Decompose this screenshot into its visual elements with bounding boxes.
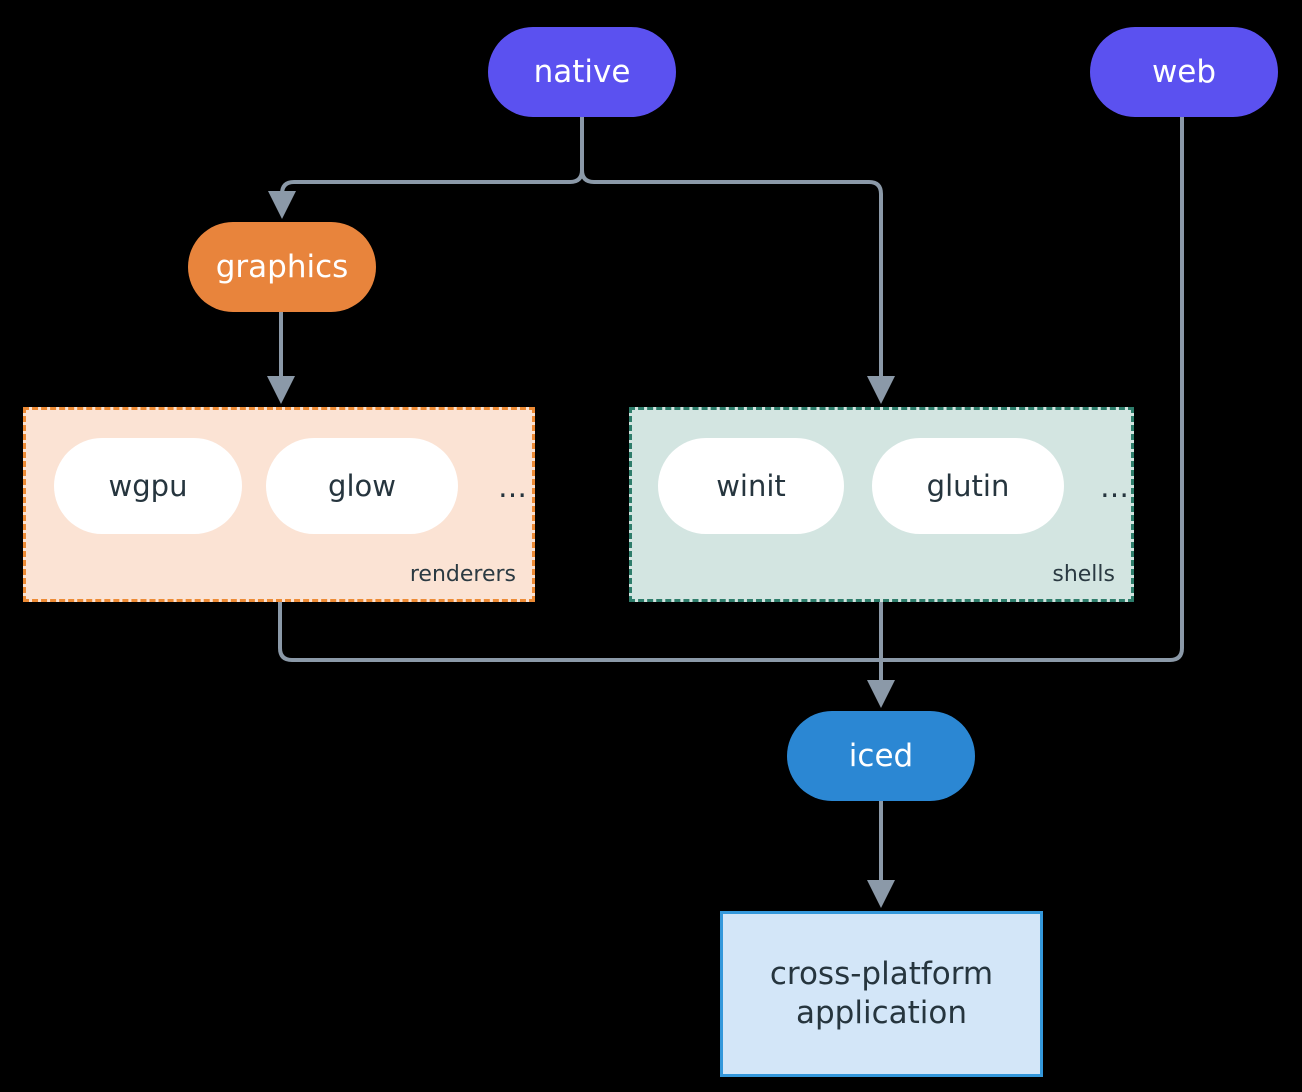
chip-glutin-label: glutin [926,469,1010,503]
edge-renderers-to-iced [278,602,881,662]
node-graphics[interactable]: graphics [188,222,376,312]
edge-native-to-shells [580,117,895,404]
node-graphics-label: graphics [215,248,349,285]
chip-glow-label: glow [328,469,396,503]
node-iced[interactable]: iced [787,711,975,801]
node-iced-label: iced [848,737,914,774]
chip-winit[interactable]: winit [658,438,844,534]
node-native[interactable]: native [488,27,676,117]
chip-glow[interactable]: glow [266,438,458,534]
shells-overflow-ellipsis: … [1100,470,1130,504]
chip-wgpu-label: wgpu [108,469,188,503]
group-shells: winit glutin … shells [629,407,1134,602]
node-web[interactable]: web [1090,27,1278,117]
edge-native-to-graphics [268,117,584,219]
node-application-line2: application [796,995,967,1031]
chip-wgpu[interactable]: wgpu [54,438,242,534]
group-renderers-label: renderers [409,562,516,587]
group-shells-label: shells [1052,562,1115,587]
group-renderers: wgpu glow … renderers [23,407,535,602]
node-native-label: native [533,53,631,90]
node-application[interactable]: cross-platform application [720,911,1043,1077]
renderers-overflow-ellipsis: … [498,470,528,504]
chip-glutin[interactable]: glutin [872,438,1064,534]
node-application-line1: cross-platform [769,956,994,993]
node-web-label: web [1151,53,1217,90]
chip-winit-label: winit [716,469,786,503]
